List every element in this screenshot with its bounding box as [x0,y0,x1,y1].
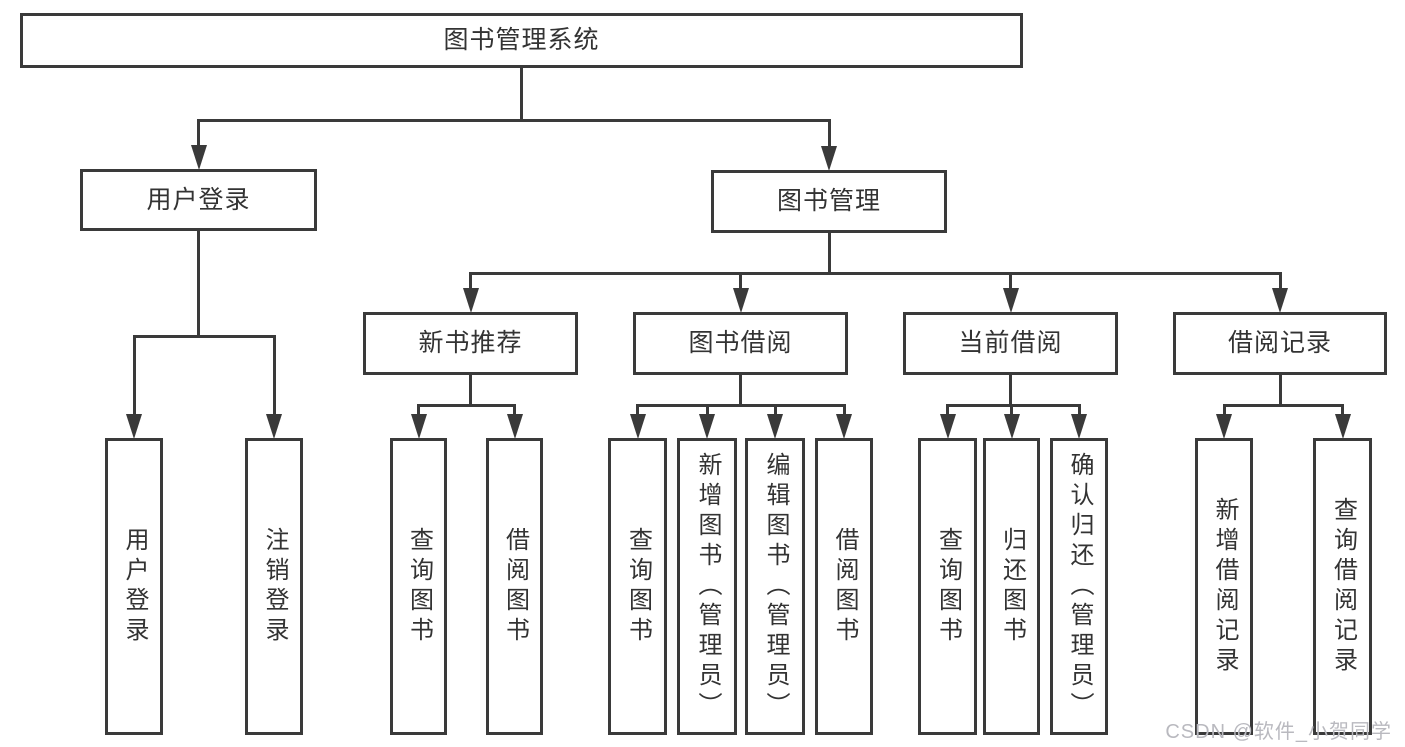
connector-bus-user-login [132,335,276,338]
arrowhead-book-mgmt [821,146,837,171]
node-book-mgmt: 图书管理 [711,170,947,233]
node-label-bb-edit-books: 编辑图书（管理员） [762,451,789,722]
node-borrow-records: 借阅记录 [1173,312,1387,375]
connector-drop-user-login [197,119,200,150]
node-label-logout-leaf: 注销登录 [261,526,288,647]
connector-stub-borrow-records [1278,375,1282,407]
arrowhead-user-login-leaf [126,414,142,439]
connector-drop-rec-query-books [417,404,420,419]
node-label-rec-borrow-books: 借阅图书 [501,526,529,647]
connector-stub-current-borrow [1009,375,1012,407]
connector-drop-br-add-record [1222,404,1226,419]
node-rec-query-books: 查询图书 [390,438,447,735]
node-label-bb-query-books: 查询图书 [624,526,652,647]
connector-drop-bb-edit-books [773,404,777,419]
node-cb-query-books: 查询图书 [918,438,977,735]
node-bb-add-books: 新增图书（管理员） [677,438,737,735]
node-label-borrow-records: 借阅记录 [1227,329,1332,357]
node-label-bb-borrow-books: 借阅图书 [831,526,858,647]
connector-drop-logout-leaf [272,335,276,419]
connector-drop-br-query-record [1341,404,1344,419]
node-bb-query-books: 查询图书 [608,438,667,735]
arrowhead-br-add-record [1216,414,1232,439]
node-label-new-book-rec: 新书推荐 [418,329,523,357]
node-cb-return-books: 归还图书 [983,438,1040,735]
arrowhead-cb-query-books [939,414,956,439]
connector-stub-user-login [197,231,200,338]
arrowhead-rec-borrow-books [506,414,523,439]
node-label-rec-query-books: 查询图书 [405,526,433,647]
node-system: 图书管理系统 [20,13,1023,68]
connector-drop-book-borrow [739,272,742,293]
node-br-query-record: 查询借阅记录 [1313,438,1372,735]
node-label-cb-return-books: 归还图书 [998,526,1026,647]
node-cb-confirm-return: 确认归还（管理员） [1050,438,1108,735]
connector-drop-user-login-leaf [132,335,136,419]
connector-drop-rec-borrow-books [513,404,516,419]
arrowhead-rec-query-books [410,414,427,439]
arrowhead-cb-confirm-return [1071,414,1087,439]
connector-drop-bb-query-books [636,404,639,419]
connector-stub-new-book-rec [469,375,472,407]
node-label-user-login-leaf: 用户登录 [121,526,148,647]
arrowhead-bb-edit-books [767,414,783,439]
connector-drop-new-book-rec [469,272,472,293]
connector-drop-book-mgmt [827,119,831,151]
connector-drop-cb-confirm-return [1077,404,1081,419]
node-new-book-rec: 新书推荐 [363,312,578,375]
node-label-br-add-record: 新增借阅记录 [1211,496,1238,677]
connector-drop-current-borrow [1009,272,1012,293]
connector-bus-borrow-records [1222,404,1344,407]
node-label-system: 图书管理系统 [443,26,600,54]
connector-drop-bb-add-books [705,404,709,419]
arrowhead-bb-query-books [629,414,646,439]
node-rec-borrow-books: 借阅图书 [486,438,543,735]
connector-bus-new-book-rec [417,404,516,407]
connector-drop-bb-borrow-books [842,404,846,419]
connector-drop-borrow-records [1278,272,1282,293]
arrowhead-borrow-records [1272,288,1288,313]
connector-bus-system [197,119,831,122]
arrowhead-user-login [190,145,207,170]
node-label-bb-add-books: 新增图书（管理员） [694,451,721,722]
connector-bus-book-borrow [636,404,846,407]
watermark: CSDN @软件_小贺同学 [1165,721,1392,743]
node-label-cb-confirm-return: 确认归还（管理员） [1066,451,1093,722]
node-label-br-query-record: 查询借阅记录 [1329,496,1357,677]
node-current-borrow: 当前借阅 [903,312,1118,375]
connector-stub-system [520,68,523,122]
arrowhead-current-borrow [1002,288,1019,313]
node-user-login-leaf: 用户登录 [105,438,163,735]
arrowhead-bb-borrow-books [836,414,852,439]
arrowhead-bb-add-books [699,414,715,439]
arrowhead-br-query-record [1334,414,1351,439]
node-logout-leaf: 注销登录 [245,438,303,735]
node-user-login: 用户登录 [80,169,317,231]
node-br-add-record: 新增借阅记录 [1195,438,1253,735]
node-book-borrow: 图书借阅 [633,312,848,375]
node-label-book-mgmt: 图书管理 [776,187,881,215]
arrowhead-cb-return-books [1003,414,1020,439]
node-label-user-login: 用户登录 [146,185,251,214]
arrowhead-logout-leaf [266,414,282,439]
arrowhead-book-borrow [732,288,749,313]
arrowhead-new-book-rec [462,288,479,313]
connector-drop-cb-query-books [946,404,949,419]
connector-drop-cb-return-books [1010,404,1013,419]
node-label-current-borrow: 当前借阅 [958,329,1063,357]
connector-bus-current-borrow [946,404,1081,407]
connector-stub-book-mgmt [827,233,831,275]
connector-bus-book-mgmt [469,272,1282,275]
connector-stub-book-borrow [739,375,742,407]
node-label-cb-query-books: 查询图书 [934,526,962,647]
node-label-book-borrow: 图书借阅 [688,329,793,357]
node-bb-borrow-books: 借阅图书 [815,438,873,735]
node-bb-edit-books: 编辑图书（管理员） [745,438,805,735]
